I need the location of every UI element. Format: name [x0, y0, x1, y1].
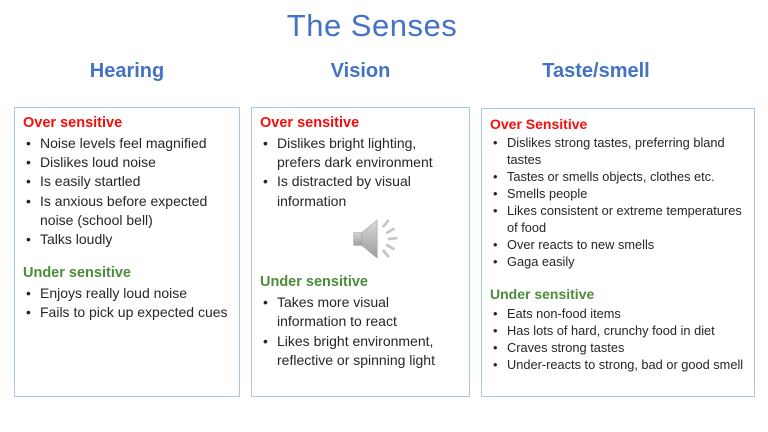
- bullet-item: Craves strong tastes: [490, 339, 746, 356]
- bullet-item: Eats non-food items: [490, 305, 746, 322]
- column-header-taste-smell: Taste/smell: [542, 60, 650, 82]
- bullet-item: Has lots of hard, crunchy food in diet: [490, 322, 746, 339]
- taste-over-sensitive-heading: Over Sensitive: [490, 116, 588, 132]
- bullet-item: Fails to pick up expected cues: [23, 303, 231, 323]
- audio-object[interactable]: [278, 215, 479, 263]
- vision-over-sensitive-heading: Over sensitive: [260, 115, 360, 131]
- bullet-item: Is easily startled: [23, 172, 231, 192]
- bullet-item: Tastes or smells objects, clothes etc.: [490, 168, 746, 185]
- hearing-box: Over sensitive Noise levels feel magnifi…: [14, 107, 240, 397]
- taste-under-sensitive-list: Eats non-food itemsHas lots of hard, cru…: [490, 305, 746, 373]
- bullet-item: Enjoys really loud noise: [23, 284, 231, 304]
- taste-under-sensitive-heading: Under sensitive: [490, 286, 595, 303]
- bullet-item: Dislikes loud noise: [23, 153, 231, 173]
- vision-under-sensitive-list: Takes more visual information to reactLi…: [260, 293, 461, 370]
- bullet-item: Noise levels feel magnified: [23, 134, 231, 154]
- column-header-vision: Vision: [330, 60, 391, 82]
- bullet-item: Under-reacts to strong, bad or good smel…: [490, 356, 746, 373]
- bullet-item: Takes more visual information to react: [260, 293, 461, 332]
- hearing-under-sensitive-heading: Under sensitive: [23, 264, 131, 281]
- page-title: The Senses: [286, 8, 458, 43]
- hearing-over-sensitive-list: Noise levels feel magnifiedDislikes loud…: [23, 134, 231, 250]
- column-header-hearing: Hearing: [89, 60, 165, 82]
- hearing-under-sensitive-list: Enjoys really loud noiseFails to pick up…: [23, 284, 231, 323]
- taste-smell-box: Over Sensitive Dislikes strong tastes, p…: [481, 108, 755, 397]
- vision-under-sensitive-heading: Under sensitive: [260, 274, 368, 291]
- hearing-over-sensitive-heading: Over sensitive: [23, 115, 123, 131]
- bullet-item: Is distracted by visual information: [260, 172, 461, 211]
- bullet-item: Is anxious before expected noise (school…: [23, 192, 231, 231]
- bullet-item: Dislikes strong tastes, preferring bland…: [490, 134, 746, 168]
- vision-over-sensitive-list: Dislikes bright lighting, prefers dark e…: [260, 134, 461, 211]
- bullet-item: Smells people: [490, 185, 746, 202]
- bullet-item: Likes consistent or extreme temperatures…: [490, 202, 746, 236]
- bullet-item: Likes bright environment, reflective or …: [260, 332, 461, 371]
- bullet-item: Talks loudly: [23, 230, 231, 250]
- bullet-item: Over reacts to new smells: [490, 236, 746, 253]
- bullet-item: Dislikes bright lighting, prefers dark e…: [260, 134, 461, 173]
- bullet-item: Gaga easily: [490, 253, 746, 270]
- vision-box: Over sensitive Dislikes bright lighting,…: [251, 107, 470, 397]
- speaker-audio-icon: [352, 219, 398, 259]
- taste-over-sensitive-list: Dislikes strong tastes, preferring bland…: [490, 134, 746, 270]
